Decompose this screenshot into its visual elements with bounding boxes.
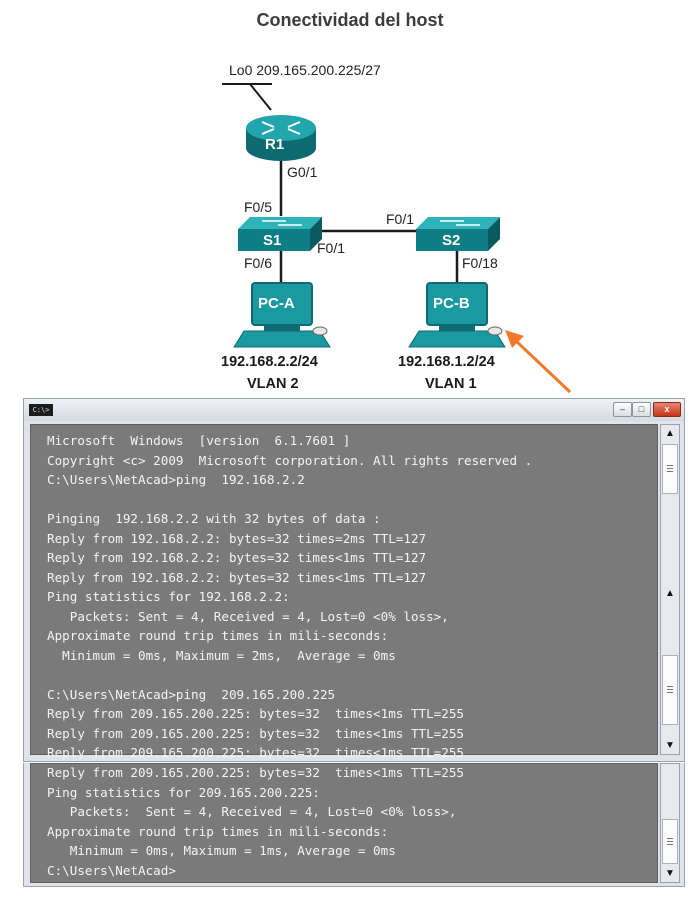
port-label-s1-f0-1: F0/1 bbox=[317, 240, 346, 256]
loopback-label: Lo0 209.165.200.225/27 bbox=[229, 62, 381, 78]
port-label-s1-f0-5: F0/5 bbox=[244, 199, 273, 215]
pc-a-ip: 192.168.2.2/24 bbox=[221, 354, 318, 370]
network-topology-diagram bbox=[222, 83, 572, 394]
pc-a-label: PC-A bbox=[258, 295, 295, 312]
pc-b-label: PC-B bbox=[433, 295, 470, 312]
pc-icon bbox=[408, 282, 506, 348]
router-icon bbox=[246, 115, 316, 161]
port-label-s2-f0-18: F0/18 bbox=[462, 255, 498, 271]
close-button[interactable]: x bbox=[653, 402, 681, 417]
port-label-s1-f0-6: F0/6 bbox=[244, 255, 273, 271]
console-output[interactable]: Microsoft Windows [version 6.1.7601 ] Co… bbox=[30, 424, 658, 760]
scrollbar[interactable]: ▼ bbox=[660, 763, 680, 883]
scrollbar[interactable]: ▲ ▲ ▼ bbox=[660, 424, 680, 755]
console-output[interactable]: Reply from 209.165.200.225: bytes=32 tim… bbox=[30, 763, 658, 883]
pc-a-vlan: VLAN 2 bbox=[247, 376, 299, 392]
pc-icon bbox=[233, 282, 331, 348]
links bbox=[222, 83, 459, 282]
scroll-up-button[interactable]: ▲ bbox=[665, 588, 675, 599]
scroll-thumb[interactable] bbox=[662, 444, 678, 494]
console-text: Reply from 209.165.200.225: bytes=32 tim… bbox=[47, 765, 465, 878]
page-title: Conectividad del host bbox=[256, 10, 444, 30]
title-bar[interactable]: C:\> – □ x bbox=[24, 399, 684, 421]
scroll-down-button[interactable]: ▼ bbox=[665, 868, 675, 879]
arrow-icon bbox=[505, 330, 572, 394]
scroll-thumb[interactable] bbox=[662, 819, 678, 864]
port-label-s2-f0-1: F0/1 bbox=[386, 211, 415, 227]
command-prompt-continuation: Reply from 209.165.200.225: bytes=32 tim… bbox=[23, 763, 685, 887]
router-label: R1 bbox=[265, 136, 285, 153]
switch2-label: S2 bbox=[442, 232, 461, 249]
scroll-up-button[interactable]: ▲ bbox=[665, 428, 675, 439]
pc-b-ip: 192.168.1.2/24 bbox=[398, 354, 495, 370]
scroll-down-button[interactable]: ▼ bbox=[665, 740, 675, 751]
loopback-link bbox=[249, 83, 272, 111]
pc-b-vlan: VLAN 1 bbox=[425, 376, 477, 392]
switch-icon bbox=[238, 217, 322, 251]
scroll-thumb[interactable] bbox=[662, 655, 678, 725]
maximize-button[interactable]: □ bbox=[632, 402, 651, 417]
minimize-button[interactable]: – bbox=[613, 402, 632, 417]
command-prompt-window: C:\> – □ x Microsoft Windows [version 6.… bbox=[23, 398, 685, 762]
console-text: Microsoft Windows [version 6.1.7601 ] Co… bbox=[47, 433, 533, 760]
command-prompt-icon: C:\> bbox=[29, 404, 53, 416]
switch1-label: S1 bbox=[263, 232, 282, 249]
port-label-g0-1: G0/1 bbox=[287, 164, 318, 180]
switch-icon bbox=[416, 217, 500, 251]
